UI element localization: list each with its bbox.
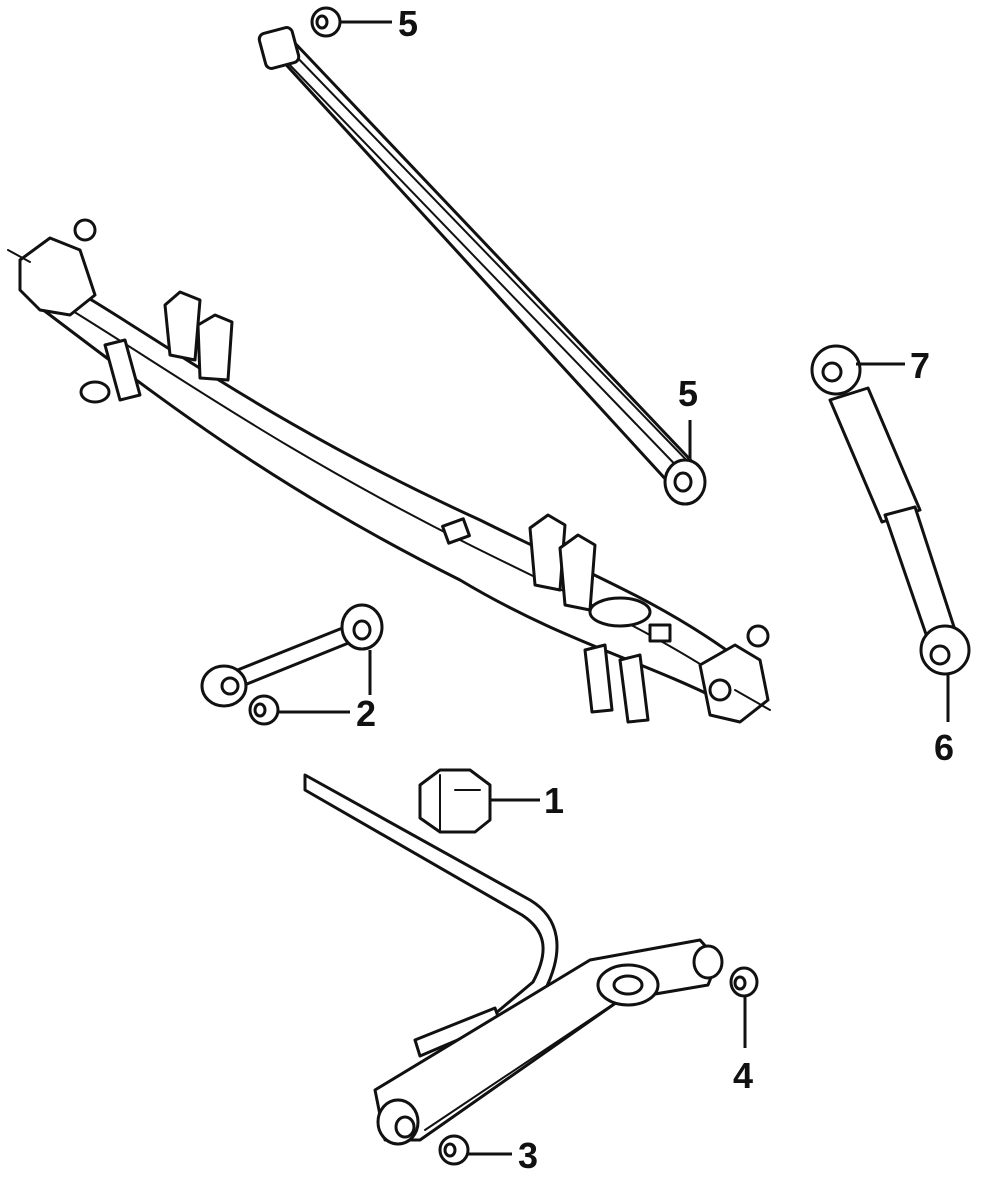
stabilizer-bushing-1 [418, 768, 492, 834]
lower-arm [373, 938, 724, 1146]
callout-3: 3 [518, 1135, 538, 1176]
callout-6: 6 [934, 727, 954, 768]
bushing-4 [729, 966, 759, 998]
callout-1: 1 [544, 780, 564, 821]
callout-5-mid: 5 [678, 373, 698, 414]
bushing-2 [248, 694, 280, 726]
lateral-rod [257, 26, 707, 506]
rear-axle-beam [7, 218, 771, 724]
callout-5-top: 5 [398, 3, 418, 44]
bushing-3 [438, 1134, 470, 1166]
bushing-5-top [310, 6, 342, 38]
shock-absorber [810, 344, 971, 676]
callout-7: 7 [910, 345, 930, 386]
callout-4: 4 [733, 1055, 753, 1096]
stabilizer-link [200, 603, 384, 708]
callout-2: 2 [356, 693, 376, 734]
